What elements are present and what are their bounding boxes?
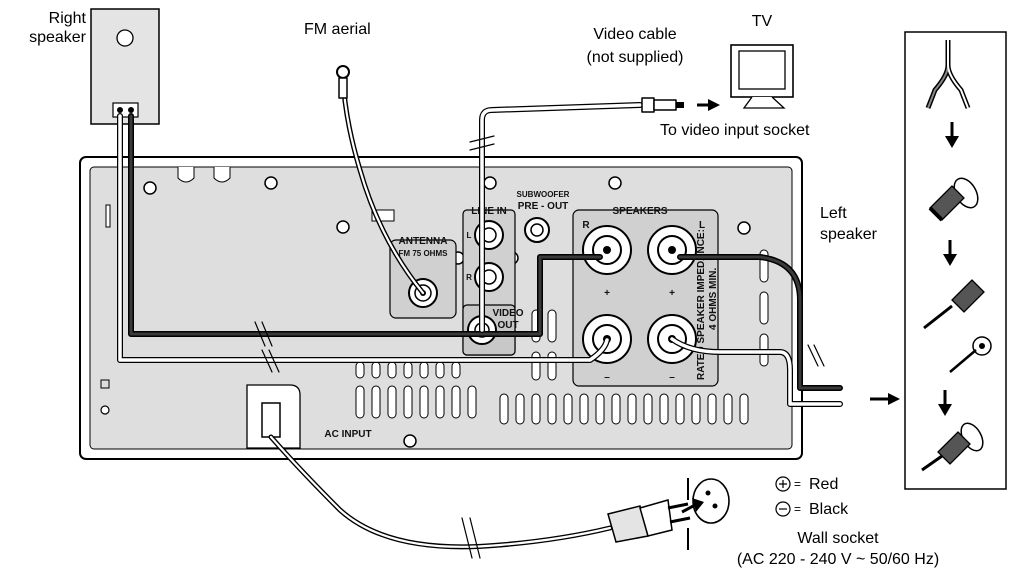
down-arrow-icon — [943, 240, 957, 266]
vent-slots — [355, 249, 769, 425]
tv-label: TV — [751, 13, 773, 30]
line-r-label: R — [466, 273, 472, 282]
fm-aerial-label: FM aerial — [304, 21, 371, 38]
subwoofer-label: SUBWOOFER — [517, 190, 570, 199]
binding-post-icon — [921, 422, 984, 472]
left-speaker-label: Left speaker — [820, 205, 877, 243]
down-arrow-icon — [945, 122, 959, 148]
video-label: VIDEO — [492, 308, 523, 319]
wall-socket-label: Wall socket — [797, 530, 879, 547]
speakers-label: SPEAKERS — [612, 206, 667, 217]
right-arrow-icon — [870, 393, 900, 405]
impedance-label: RATED SPEAKER IMPEDANCE: — [696, 229, 707, 380]
right-speaker-cable-black-inner — [129, 114, 602, 336]
speaker-wire-icon — [925, 40, 971, 109]
antenna-label: ANTENNA — [399, 236, 448, 247]
right-speaker-cable-white-inner — [118, 114, 609, 362]
spk-plus-l: + — [669, 288, 675, 299]
ac-input-label: AC INPUT — [324, 429, 371, 440]
line-in-section: LINE IN L R VIDEO OUT — [462, 206, 524, 356]
red-label: Red — [809, 476, 839, 493]
out-label: OUT — [497, 320, 518, 331]
plus-circle-icon — [775, 476, 791, 492]
spk-plus-r: + — [604, 288, 610, 299]
not-supplied-label: (not supplied) — [586, 49, 684, 66]
video-cable-label: Video cable — [593, 26, 677, 43]
right-speaker-label: Right speaker — [29, 10, 86, 46]
spk-l-label: L — [699, 220, 705, 231]
wire-instruction-panel — [904, 31, 1007, 490]
line-l-label: L — [467, 231, 472, 240]
right-arrow-icon — [697, 99, 720, 111]
black-label: Black — [809, 501, 849, 518]
cables — [117, 65, 843, 559]
tv-icon — [730, 44, 794, 109]
spk-minus-r: – — [604, 372, 610, 383]
line-in-label: LINE IN — [471, 206, 507, 217]
down-arrow-icon — [938, 390, 952, 416]
minus-equals: = — [794, 502, 802, 516]
ac-spec-label: (AC 220 - 240 V ~ 50/60 Hz) — [736, 551, 940, 568]
binding-post-icon — [923, 279, 992, 373]
binding-post-icon — [928, 177, 979, 222]
ohms-min-label: 4 OHMS MIN. — [708, 268, 719, 330]
wall-socket-icon — [681, 478, 730, 550]
pre-out-label: PRE - OUT — [518, 201, 569, 212]
subwoofer-section: SUBWOOFER PRE - OUT — [517, 190, 570, 243]
unit-rear-panel: ANTENNA FM 75 OHMS LINE IN L R VIDEO OUT… — [79, 156, 803, 460]
fm-75-ohms-label: FM 75 OHMS — [399, 249, 449, 258]
right-speaker — [90, 8, 160, 125]
spk-minus-l: – — [669, 372, 675, 383]
plus-equals: = — [794, 477, 802, 491]
spk-r-label: R — [582, 220, 590, 231]
minus-circle-icon — [775, 501, 791, 517]
ac-input-section: AC INPUT — [246, 384, 372, 449]
mains-plug-icon — [607, 499, 691, 543]
antenna-section: ANTENNA FM 75 OHMS — [389, 236, 457, 319]
to-video-input-label: To video input socket — [660, 122, 810, 139]
